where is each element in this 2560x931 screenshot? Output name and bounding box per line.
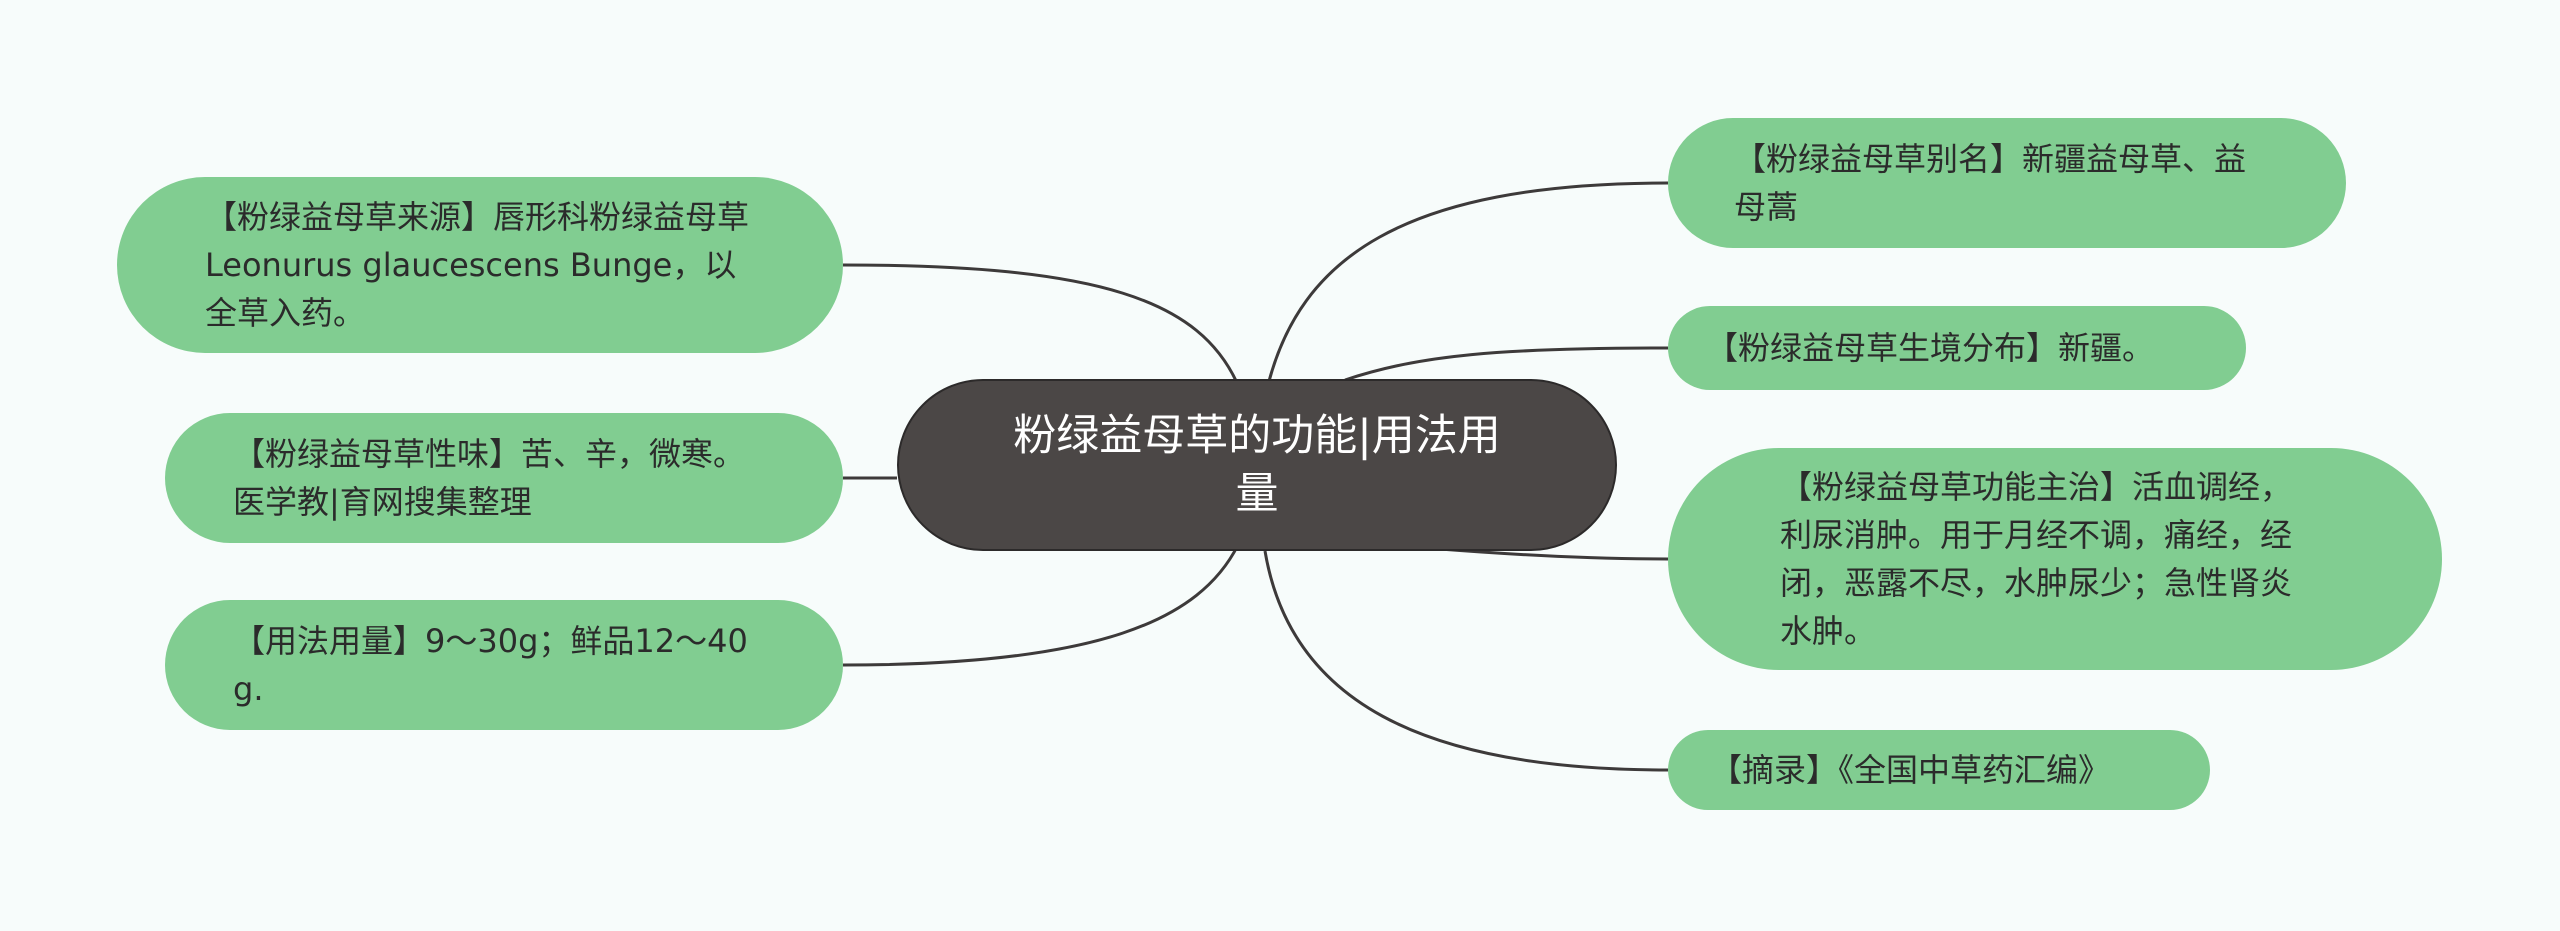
node-habitat-label: 【粉绿益母草生境分布】新疆。 (1706, 329, 2155, 367)
node-excerpt-label: 【摘录】《全国中草药汇编》 (1710, 751, 2111, 789)
node-excerpt[interactable]: 【摘录】《全国中草药汇编》 (1668, 730, 2210, 810)
connector-excerpt (1263, 550, 1669, 772)
connector-habitat (1344, 346, 1669, 382)
node-habitat[interactable]: 【粉绿益母草生境分布】新疆。 (1668, 306, 2246, 390)
node-function[interactable]: 【粉绿益母草功能主治】活血调经，利尿消肿。用于月经不调，痛经，经闭，恶露不尽，水… (1668, 448, 2442, 670)
node-function-label: 【粉绿益母草功能主治】活血调经，利尿消肿。用于月经不调，痛经，经闭，恶露不尽，水… (1780, 468, 2293, 650)
central-topic[interactable]: 粉绿益母草的功能|用法用量 (897, 379, 1617, 551)
node-alias[interactable]: 【粉绿益母草别名】新疆益母草、益母蒿 (1668, 118, 2346, 248)
node-dosage[interactable]: 【用法用量】9～30g；鲜品12～40g. (165, 600, 843, 730)
connector-source (842, 263, 1240, 386)
node-alias-label: 【粉绿益母草别名】新疆益母草、益母蒿 (1734, 140, 2247, 226)
central-topic-label: 粉绿益母草的功能|用法用量 (1013, 411, 1501, 519)
node-taste-label: 【粉绿益母草性味】苦、辛，微寒。医学教|育网搜集整理 (233, 435, 746, 521)
node-source[interactable]: 【粉绿益母草来源】唇形科粉绿益母草Leonurus glaucescens Bu… (117, 177, 843, 353)
connector-dosage (842, 544, 1240, 667)
node-dosage-label: 【用法用量】9～30g；鲜品12～40g. (233, 622, 748, 708)
connector-alias (1266, 181, 1669, 386)
node-source-label: 【粉绿益母草来源】唇形科粉绿益母草Leonurus glaucescens Bu… (205, 198, 750, 332)
node-taste[interactable]: 【粉绿益母草性味】苦、辛，微寒。医学教|育网搜集整理 (165, 413, 843, 543)
connector-function (1439, 547, 1669, 561)
